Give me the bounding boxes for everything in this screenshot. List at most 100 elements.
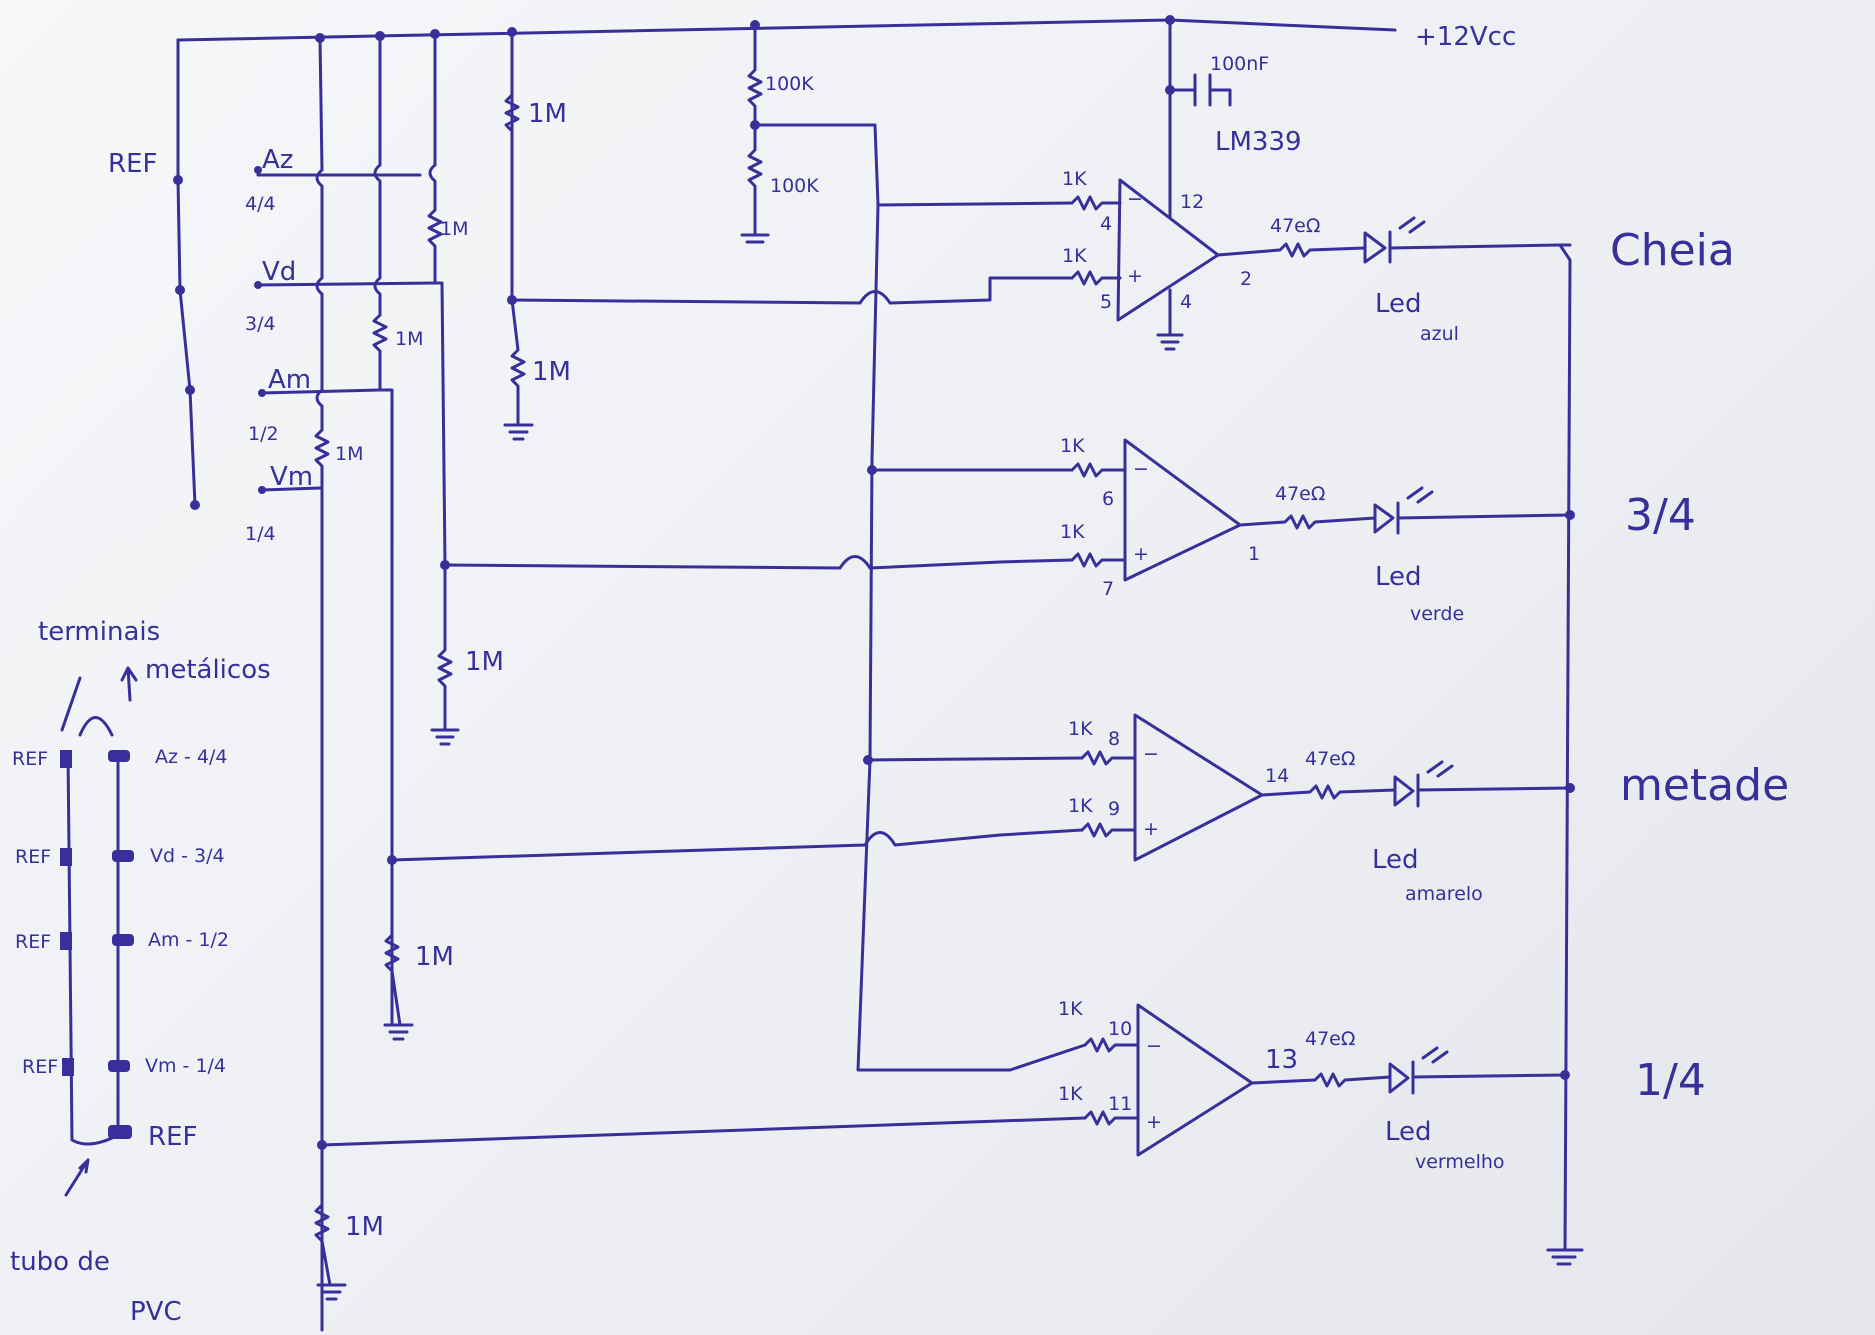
probe-am: Am 1/2 [248,365,382,445]
c3-pin-minus: 8 [1108,728,1120,750]
c1-pin-out: 2 [1240,268,1252,290]
tube-pad-ref-bottom [108,1125,132,1139]
comparator-3: 1K 1K − + 8 9 14 47eΩ Led amarelo metade [1068,713,1789,905]
r-vd-1m: 1M [440,218,468,240]
tube-pad-az [108,750,130,762]
r-az-1m: 1M [528,99,567,129]
tube-title-2: metálicos [145,655,271,685]
c1-led-color: azul [1420,323,1459,345]
c2-pin-minus: 6 [1102,488,1114,510]
c2-minus: − [1133,458,1149,480]
tube-term-vd: Vd - 3/4 [150,845,225,867]
r-lad3-1m: 1M [415,942,454,972]
c1-r470: 47eΩ [1270,215,1320,237]
c2-pin-plus: 7 [1102,578,1114,600]
tube-term-az: Az - 4/4 [155,746,227,768]
c1-level-label: Cheia [1610,225,1735,276]
ref-line: REF [108,38,200,510]
probe-vm-name: Vm [270,462,313,492]
c3-level-label: metade [1620,760,1789,811]
probe-vm: Vm 1/4 [245,462,322,545]
c3-r470: 47eΩ [1305,748,1355,770]
probe-am-level: 1/2 [248,423,279,445]
c1-led: Led [1375,289,1422,319]
c2-r470: 47eΩ [1275,483,1325,505]
c4-pin-out: 13 [1265,1045,1298,1075]
r-100k-bottom: 100K [770,175,819,197]
c2-r1k-plus: 1K [1060,521,1085,543]
comparator-1: 1K 1K − + 4 5 12 4 2 47eΩ Led azul Cheia [1062,18,1735,351]
c2-pin-out: 1 [1248,543,1260,565]
r-lad2-1m: 1M [465,647,504,677]
c4-plus: + [1146,1111,1162,1133]
c1-pin-gnd: 4 [1180,291,1192,313]
probe-vd-name: Vd [262,257,296,287]
probe-vm-level: 1/4 [245,523,276,545]
c1-pin-minus: 4 [1100,213,1112,235]
c4-minus: − [1146,1035,1162,1057]
c1-r1k-minus: 1K [1062,168,1087,190]
tube-ref-3: REF [15,931,51,953]
c3-r1k-plus: 1K [1068,795,1093,817]
probe-az-name: Az [262,145,293,175]
c2-led-color: verde [1410,603,1464,625]
c2-r1k-minus: 1K [1060,435,1085,457]
tube-pad-ref-3 [60,932,72,950]
probe-am-name: Am [268,365,311,395]
c3-minus: − [1143,743,1159,765]
c3-pin-out: 14 [1265,765,1289,787]
supply-label: +12Vcc [1415,22,1516,52]
tube-term-ref-bottom: REF [148,1122,197,1152]
probe-vd: Vd 3/4 [245,257,437,335]
c3-pin-plus: 9 [1108,798,1120,820]
c3-led-color: amarelo [1405,883,1483,905]
c4-level-label: 1/4 [1635,1055,1706,1106]
tube-caption-1: tubo de [10,1247,110,1277]
c1-minus: − [1127,188,1143,210]
c1-pin-vcc: 12 [1180,191,1204,213]
tube-ref-2: REF [15,846,51,868]
c3-plus: + [1143,818,1159,840]
tube-term-vm: Vm - 1/4 [145,1055,226,1077]
probe-vd-level: 3/4 [245,313,276,335]
c1-pin-plus: 5 [1100,291,1112,313]
c4-r470: 47eΩ [1305,1028,1355,1050]
c4-pin-plus: 11 [1108,1093,1132,1115]
c2-led: Led [1375,562,1422,592]
r-lad4-1m: 1M [345,1212,384,1242]
c4-pin-minus: 10 [1108,1018,1132,1040]
ref-label: REF [108,149,157,179]
c2-level-label: 3/4 [1625,490,1696,541]
tube-sketch: terminais metálicos REF Az - 4/4 REF Vd … [10,617,271,1327]
comparator-2: 1K 1K − + 6 7 1 47eΩ Led verde 3/4 [1060,435,1696,625]
probe-az-level: 4/4 [245,193,276,215]
tube-ref-4: REF [22,1056,58,1078]
tube-pad-ref-4 [62,1058,74,1076]
r-100k-top: 100K [765,73,814,95]
c3-r1k-minus: 1K [1068,718,1093,740]
r-lad1-1m: 1M [532,357,571,387]
tube-pad-vm [108,1060,130,1072]
c1-r1k-plus: 1K [1062,245,1087,267]
c3-led: Led [1372,845,1419,875]
tube-pad-ref-2 [60,848,72,866]
c4-r1k-minus: 1K [1058,998,1083,1020]
r-vm-1m: 1M [335,443,363,465]
tube-term-am: Am - 1/2 [148,929,229,951]
tube-caption-2: PVC [130,1297,182,1327]
comparator-4: 1K 1K − + 10 11 13 47eΩ Led vermelho 1/4 [1058,998,1706,1173]
c4-led: Led [1385,1117,1432,1147]
probe-az: Az 4/4 [245,145,422,215]
tube-pad-ref-1 [60,750,72,768]
ic-label: LM339 [1215,127,1302,157]
c1-plus: + [1127,265,1143,287]
c2-plus: + [1133,543,1149,565]
tube-ref-1: REF [12,748,48,770]
tube-title-1: terminais [38,617,160,647]
tube-pad-am [112,934,134,946]
cap-label: 100nF [1210,53,1269,75]
c4-led-color: vermelho [1415,1151,1505,1173]
c4-r1k-plus: 1K [1058,1083,1083,1105]
